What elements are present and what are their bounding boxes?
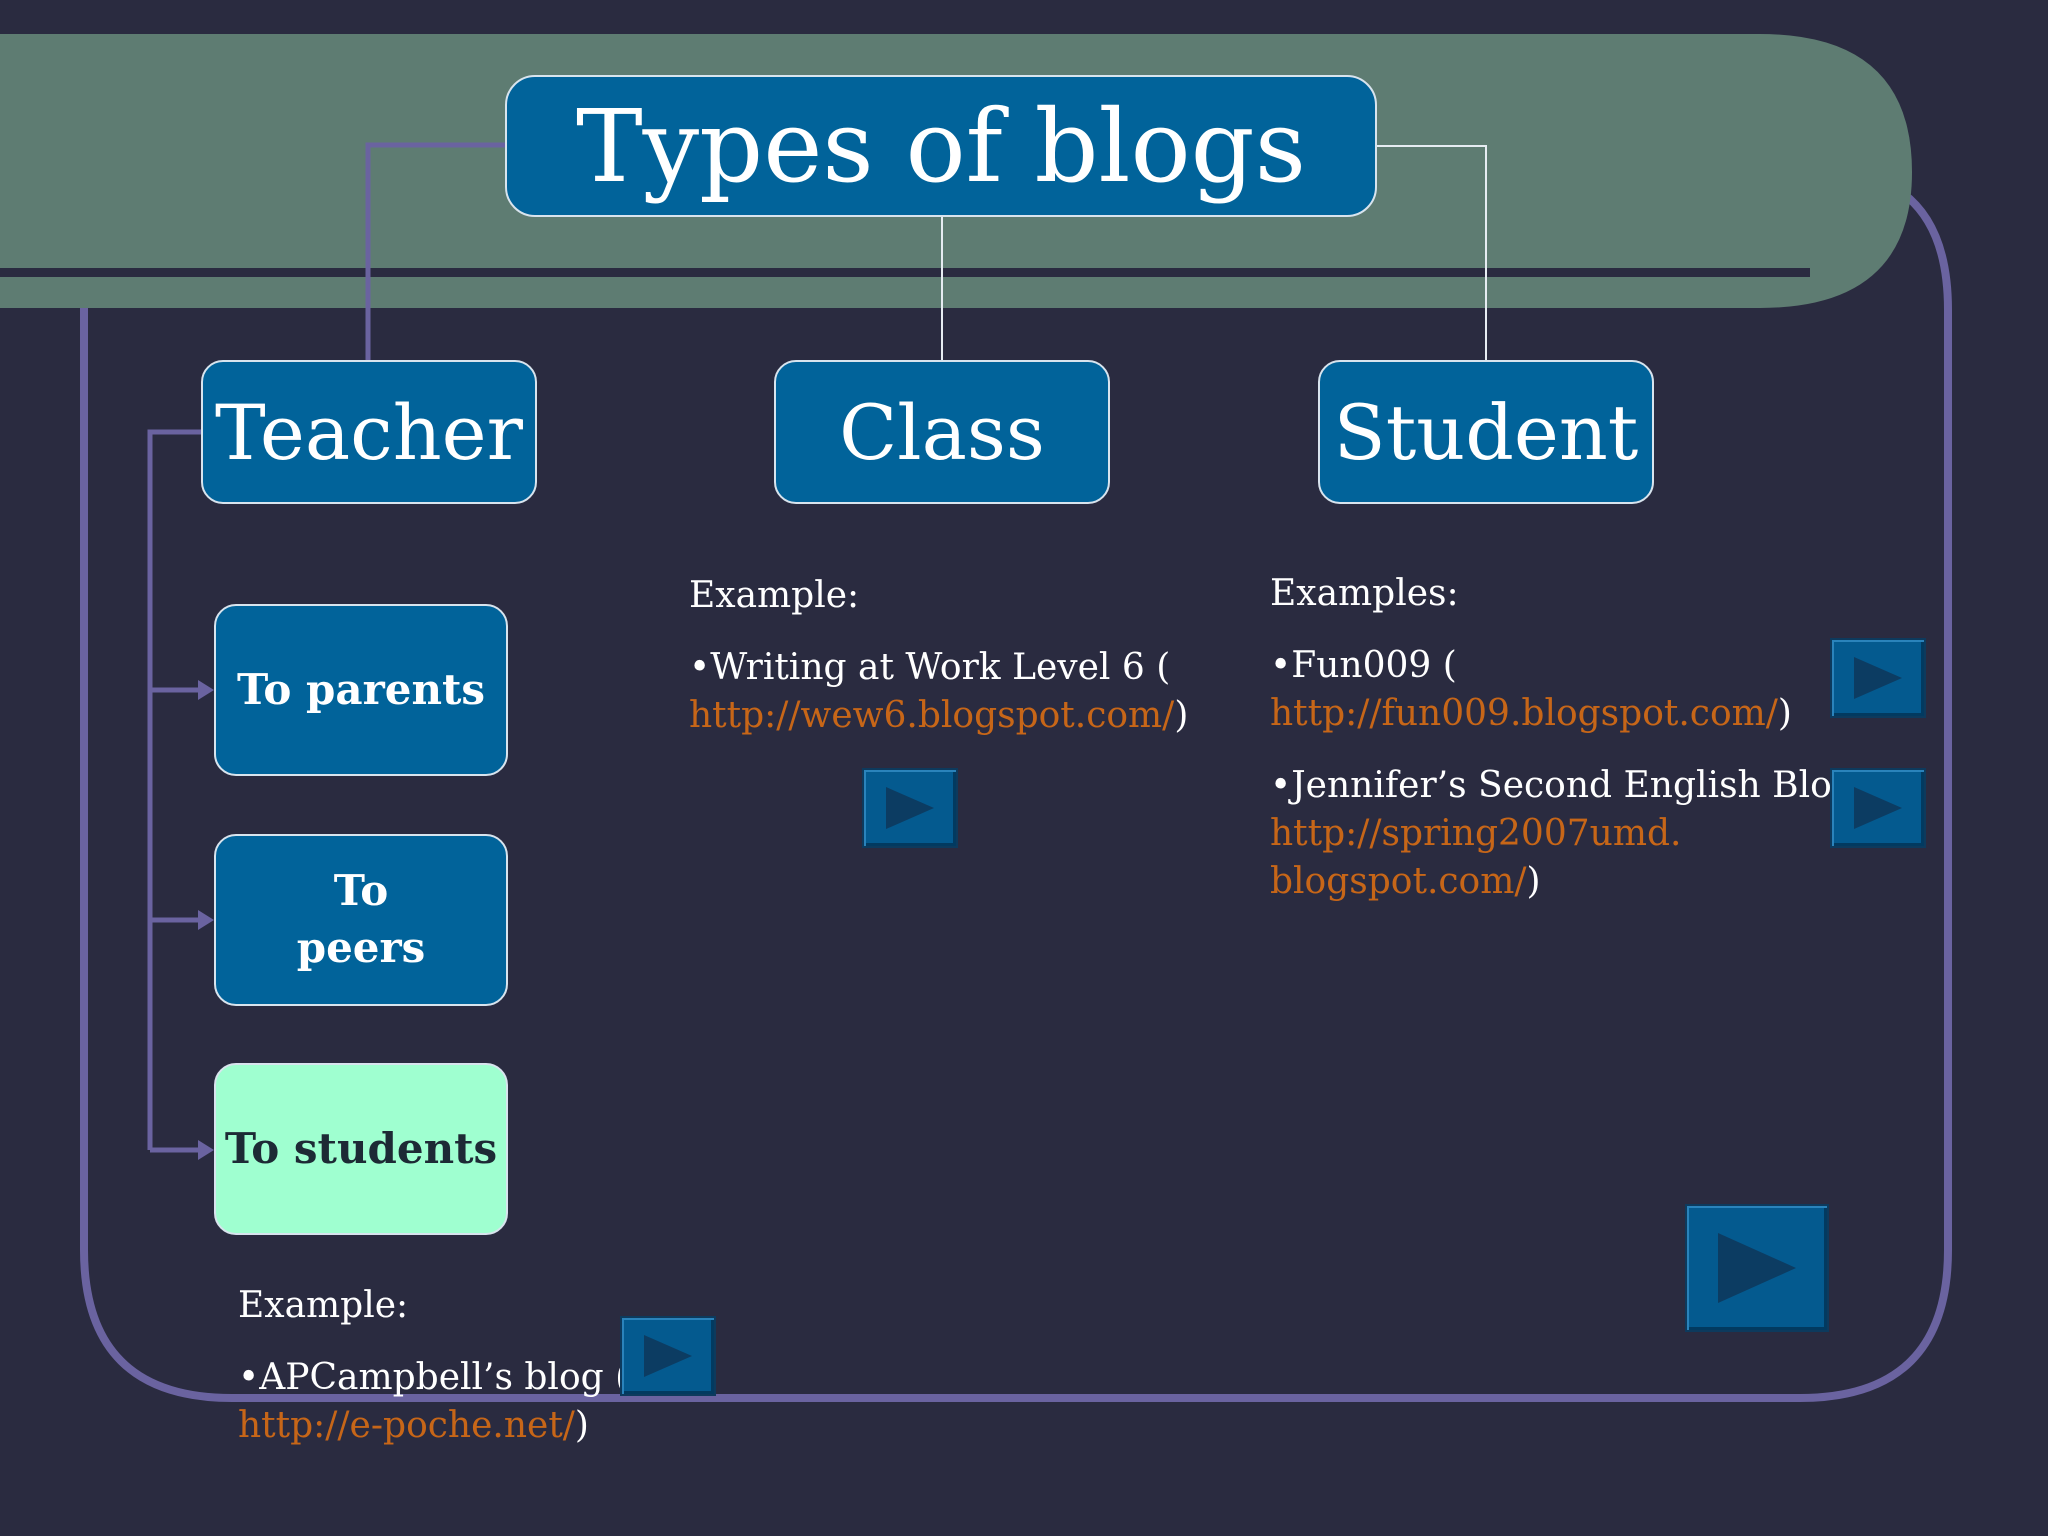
arrow-head-students — [198, 1140, 214, 1160]
student-example-2-link-part1[interactable]: http://spring2007umd. — [1270, 813, 1682, 854]
category-class[interactable]: Class — [774, 360, 1110, 504]
play-triangle-icon — [1854, 657, 1902, 699]
teacher-example-heading: Example: — [238, 1285, 409, 1326]
teacher-example-item: •APCampbell’s blog ( — [238, 1354, 629, 1402]
play-triangle-icon — [644, 1335, 692, 1377]
subtype-to-peers-line1: To — [333, 866, 389, 916]
play-triangle-icon — [1854, 787, 1902, 829]
arrow-head-parents — [198, 680, 214, 700]
category-teacher[interactable]: Teacher — [201, 360, 537, 504]
play-button-class-example[interactable] — [862, 768, 958, 848]
subtype-to-students[interactable]: To students — [214, 1063, 508, 1235]
header-stripe — [0, 268, 1810, 277]
arrow-head-peers — [198, 910, 214, 930]
category-class-label: Class — [839, 387, 1045, 477]
class-example-close: ) — [1174, 695, 1189, 736]
frame-outline — [80, 184, 1952, 1402]
connector-student — [1377, 145, 1487, 362]
teacher-example-close: ) — [574, 1405, 589, 1446]
student-example-1-close: ) — [1777, 693, 1792, 734]
class-example-heading: Example: — [689, 575, 860, 616]
play-triangle-icon — [886, 787, 934, 829]
category-teacher-label: Teacher — [215, 387, 523, 477]
play-button-teacher-example[interactable] — [620, 1316, 716, 1396]
subtype-to-peers[interactable]: To peers — [214, 834, 508, 1006]
student-example-1-url-line: http://fun009.blogspot.com/) — [1270, 690, 1792, 738]
subtype-to-peers-line2: peers — [296, 923, 426, 972]
student-example-2-url-line1: http://spring2007umd. — [1270, 810, 1681, 858]
title-box: Types of blogs — [505, 75, 1377, 217]
student-example-1: •Fun009 ( — [1270, 642, 1457, 690]
student-example-1-link[interactable]: http://fun009.blogspot.com/ — [1270, 693, 1778, 734]
student-example-2-close: ) — [1526, 861, 1541, 902]
play-button-next-slide[interactable] — [1685, 1204, 1829, 1332]
class-example-url-line: http://wew6.blogspot.com/) — [689, 692, 1188, 740]
student-examples-heading: Examples: — [1270, 573, 1459, 614]
slide-title: Types of blogs — [575, 87, 1307, 205]
student-example-2-url-line2: blogspot.com/) — [1270, 858, 1541, 906]
subtype-to-students-label: To students — [224, 1123, 498, 1173]
teacher-example-bullet: •APCampbell’s blog ( — [238, 1357, 630, 1398]
student-example-1-bullet: •Fun009 ( — [1270, 645, 1457, 686]
play-triangle-icon — [1718, 1233, 1796, 1303]
student-example-2: •Jennifer’s Second English Blog ( — [1270, 762, 1880, 810]
class-example-bullet: •Writing at Work Level 6 ( — [689, 647, 1171, 688]
subtype-to-parents[interactable]: To parents — [214, 604, 508, 776]
category-student-label: Student — [1333, 387, 1639, 477]
category-student[interactable]: Student — [1318, 360, 1654, 504]
connector-teacher-branch — [147, 429, 202, 1150]
connector-teacher — [365, 142, 505, 362]
class-example-item: •Writing at Work Level 6 ( — [689, 644, 1170, 692]
class-example-link[interactable]: http://wew6.blogspot.com/ — [689, 695, 1175, 736]
play-button-student-example-1[interactable] — [1830, 638, 1926, 718]
student-example-2-bullet: •Jennifer’s Second English Blog ( — [1270, 765, 1881, 806]
play-button-student-example-2[interactable] — [1830, 768, 1926, 848]
student-example-2-link-part2[interactable]: blogspot.com/ — [1270, 861, 1527, 902]
teacher-example-url-line: http://e-poche.net/) — [238, 1402, 589, 1450]
teacher-example-link[interactable]: http://e-poche.net/ — [238, 1405, 575, 1446]
subtype-to-parents-label: To parents — [236, 664, 486, 714]
